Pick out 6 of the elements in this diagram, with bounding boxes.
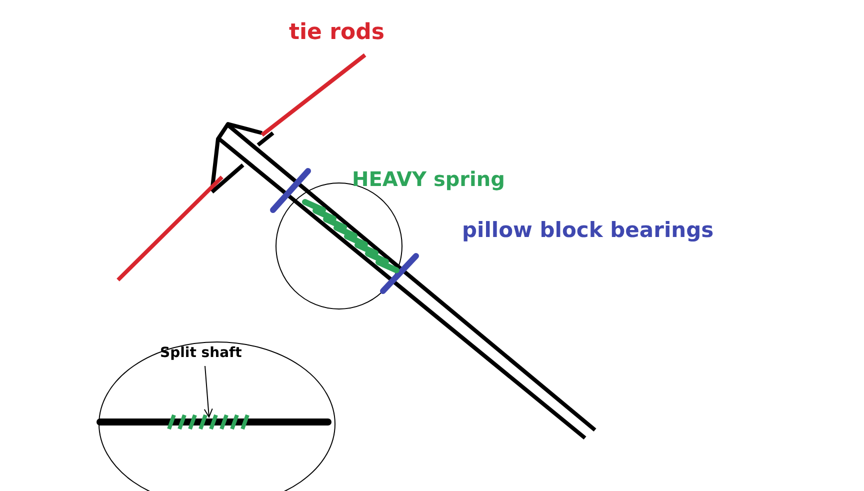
leader-arrow <box>204 366 213 418</box>
part-label: pillow block bearings <box>462 218 714 242</box>
part-label: tie rods <box>289 20 384 45</box>
part-label: HEAVY spring <box>352 167 505 191</box>
split-shaft-drawing <box>96 414 332 430</box>
shaft-label: Split shaft <box>160 345 242 361</box>
